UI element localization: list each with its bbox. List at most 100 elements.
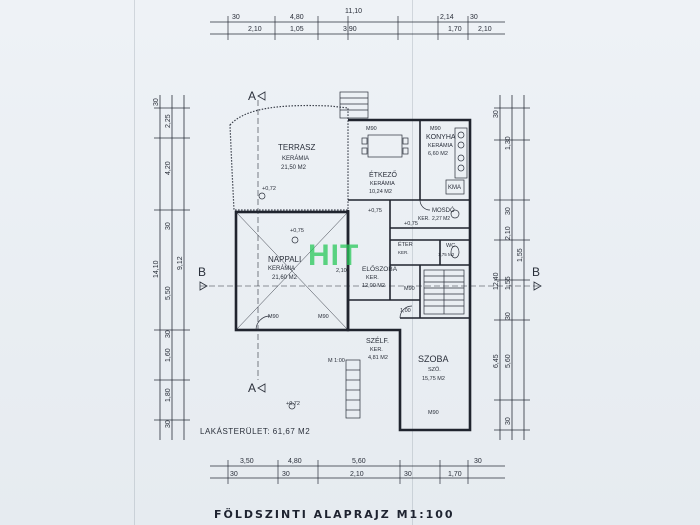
furniture [235, 127, 468, 331]
door-swing [399, 305, 413, 319]
dimension-label: 30 [165, 330, 172, 338]
dimension-label: 4,20 [165, 161, 172, 175]
room-name-mosdo: MOSDÓ [432, 207, 455, 214]
dimension-label: 1,30 [505, 136, 512, 150]
door-swing [255, 315, 271, 331]
kitchen-counter [454, 127, 468, 179]
door-label: M90 [430, 126, 441, 132]
height-label: M 1:00 [328, 358, 345, 364]
dimension-label: 30 [493, 110, 500, 118]
interior-walls [348, 120, 470, 319]
dimension-label: 11,10 [345, 8, 362, 15]
height-label: 2,10 [336, 268, 347, 274]
dimension-label: 2,25 [165, 114, 172, 128]
dimension-label: 30 [165, 420, 172, 428]
paper-fold [412, 0, 413, 525]
dimension-label: 9,12 [177, 256, 184, 270]
room-area: 21,60 M2 [272, 275, 298, 281]
room-material: KERÁMIA [268, 265, 295, 272]
dimension-label: 30 [153, 98, 160, 106]
living-area-label: LAKÁSTERÜLET: 61,67 M2 [200, 427, 311, 436]
room-material: KER. [370, 347, 383, 353]
room-name-szoba: SZOBA [418, 354, 449, 364]
bottom-dimension-labels: 3,50 4,80 5,60 30 30 30 2,10 30 1,70 [230, 458, 482, 478]
storage-box [445, 179, 465, 195]
dimension-label: 30 [505, 312, 512, 320]
dimension-label: 1,80 [165, 388, 172, 402]
dimension-label: 30 [505, 417, 512, 425]
room-area: 4,81 M2 [368, 355, 388, 361]
height-label: +0,75 [290, 228, 304, 234]
room-name-terrasz: TERRASZ [278, 143, 315, 152]
dimension-label: 5,60 [505, 354, 512, 368]
room-name-etkezo: ÉTKEZŐ [369, 170, 398, 179]
top-dimension-labels: 30 4,80 11,10 2,14 30 2,10 1,05 3,90 1,7… [232, 8, 492, 33]
dimension-label: 1,05 [290, 26, 304, 33]
room-area: 1,75 M2 [438, 252, 455, 257]
section-marker-a-top: A [248, 89, 256, 103]
stairs [339, 91, 465, 419]
room-area: 6,60 M2 [428, 151, 448, 157]
room-material: KERÁMIA [428, 142, 453, 149]
room-material: SZŐ. [428, 366, 441, 373]
room-material: KERÁMIA [370, 180, 395, 187]
dimension-label: 30 [474, 458, 482, 465]
height-label: 1,00 [400, 308, 411, 314]
roof-hatch [235, 211, 349, 331]
room-material: KERÁMIA [282, 155, 309, 162]
dimension-label: 1,60 [165, 348, 172, 362]
dimension-label: 2,10 [248, 26, 262, 33]
door-label: M90 [404, 286, 415, 292]
dimension-label: 2,10 [478, 26, 492, 33]
left-dimension-labels: 30 2,25 4,20 9,12 14,10 30 5,50 30 1,60 … [153, 98, 184, 428]
agency-watermark: HIT [308, 239, 360, 272]
door-label: M90 [366, 126, 377, 132]
room-material: KER. [418, 216, 430, 222]
dimension-lines [154, 16, 530, 484]
level-markers [258, 192, 299, 410]
toilet [450, 245, 460, 259]
dimension-label: 3,50 [240, 458, 254, 465]
dimension-label: 30 [282, 471, 290, 478]
dimension-label: 14,10 [153, 260, 160, 278]
room-name-eloszoba: ELŐSZOBA [362, 264, 398, 273]
height-label: +0,75 [404, 221, 418, 227]
room-labels: TERRASZ KERÁMIA 21,50 M2 KONYHA KERÁMIA … [268, 134, 461, 382]
door-swing [419, 199, 431, 211]
dimension-label: 30 [505, 207, 512, 215]
dimension-label: 5,60 [352, 458, 366, 465]
room-name-szelf: SZÉLF. [366, 336, 389, 345]
section-arrow-icon [257, 383, 266, 393]
dimension-label: 4,80 [290, 14, 304, 21]
room-name-eter: ÉTER [398, 241, 413, 248]
section-marker-b-left: B [198, 265, 206, 279]
dimension-label: 2,14 [440, 14, 454, 21]
section-marker-b-right: B [532, 265, 540, 279]
plan-title: FÖLDSZINTI ALAPRAJZ M1:100 [214, 508, 455, 521]
paper-fold [134, 0, 135, 525]
height-label: +0,72 [262, 186, 276, 192]
room-material: KER. [398, 250, 409, 255]
height-label: +0,75 [368, 208, 382, 214]
room-area: 21,50 M2 [281, 165, 307, 171]
dimension-label: 3,90 [343, 26, 357, 33]
room-name-konyha: KONYHA [426, 134, 456, 141]
section-marker-a-bottom: A [248, 381, 256, 395]
section-arrow-icon [257, 91, 266, 101]
room-name-nappali: NAPPALI [268, 255, 301, 264]
right-dimension-labels: 30 1,30 30 2,10 1,55 12,40 1,55 30 6,45 … [493, 110, 524, 425]
section-cut-lines [200, 100, 540, 380]
dimension-label: 2,10 [350, 471, 364, 478]
room-area: 15,75 M2 [422, 376, 445, 382]
sink [450, 209, 460, 219]
dimension-label: 1,55 [517, 248, 524, 262]
dimension-label: 30 [470, 14, 478, 21]
dimension-label: 5,50 [165, 286, 172, 300]
door-label: M90 [318, 314, 329, 320]
room-name-wc: WC [446, 243, 455, 249]
dimension-label: 2,10 [505, 226, 512, 240]
dimension-label: 1,55 [505, 276, 512, 290]
dining-table [367, 134, 403, 158]
